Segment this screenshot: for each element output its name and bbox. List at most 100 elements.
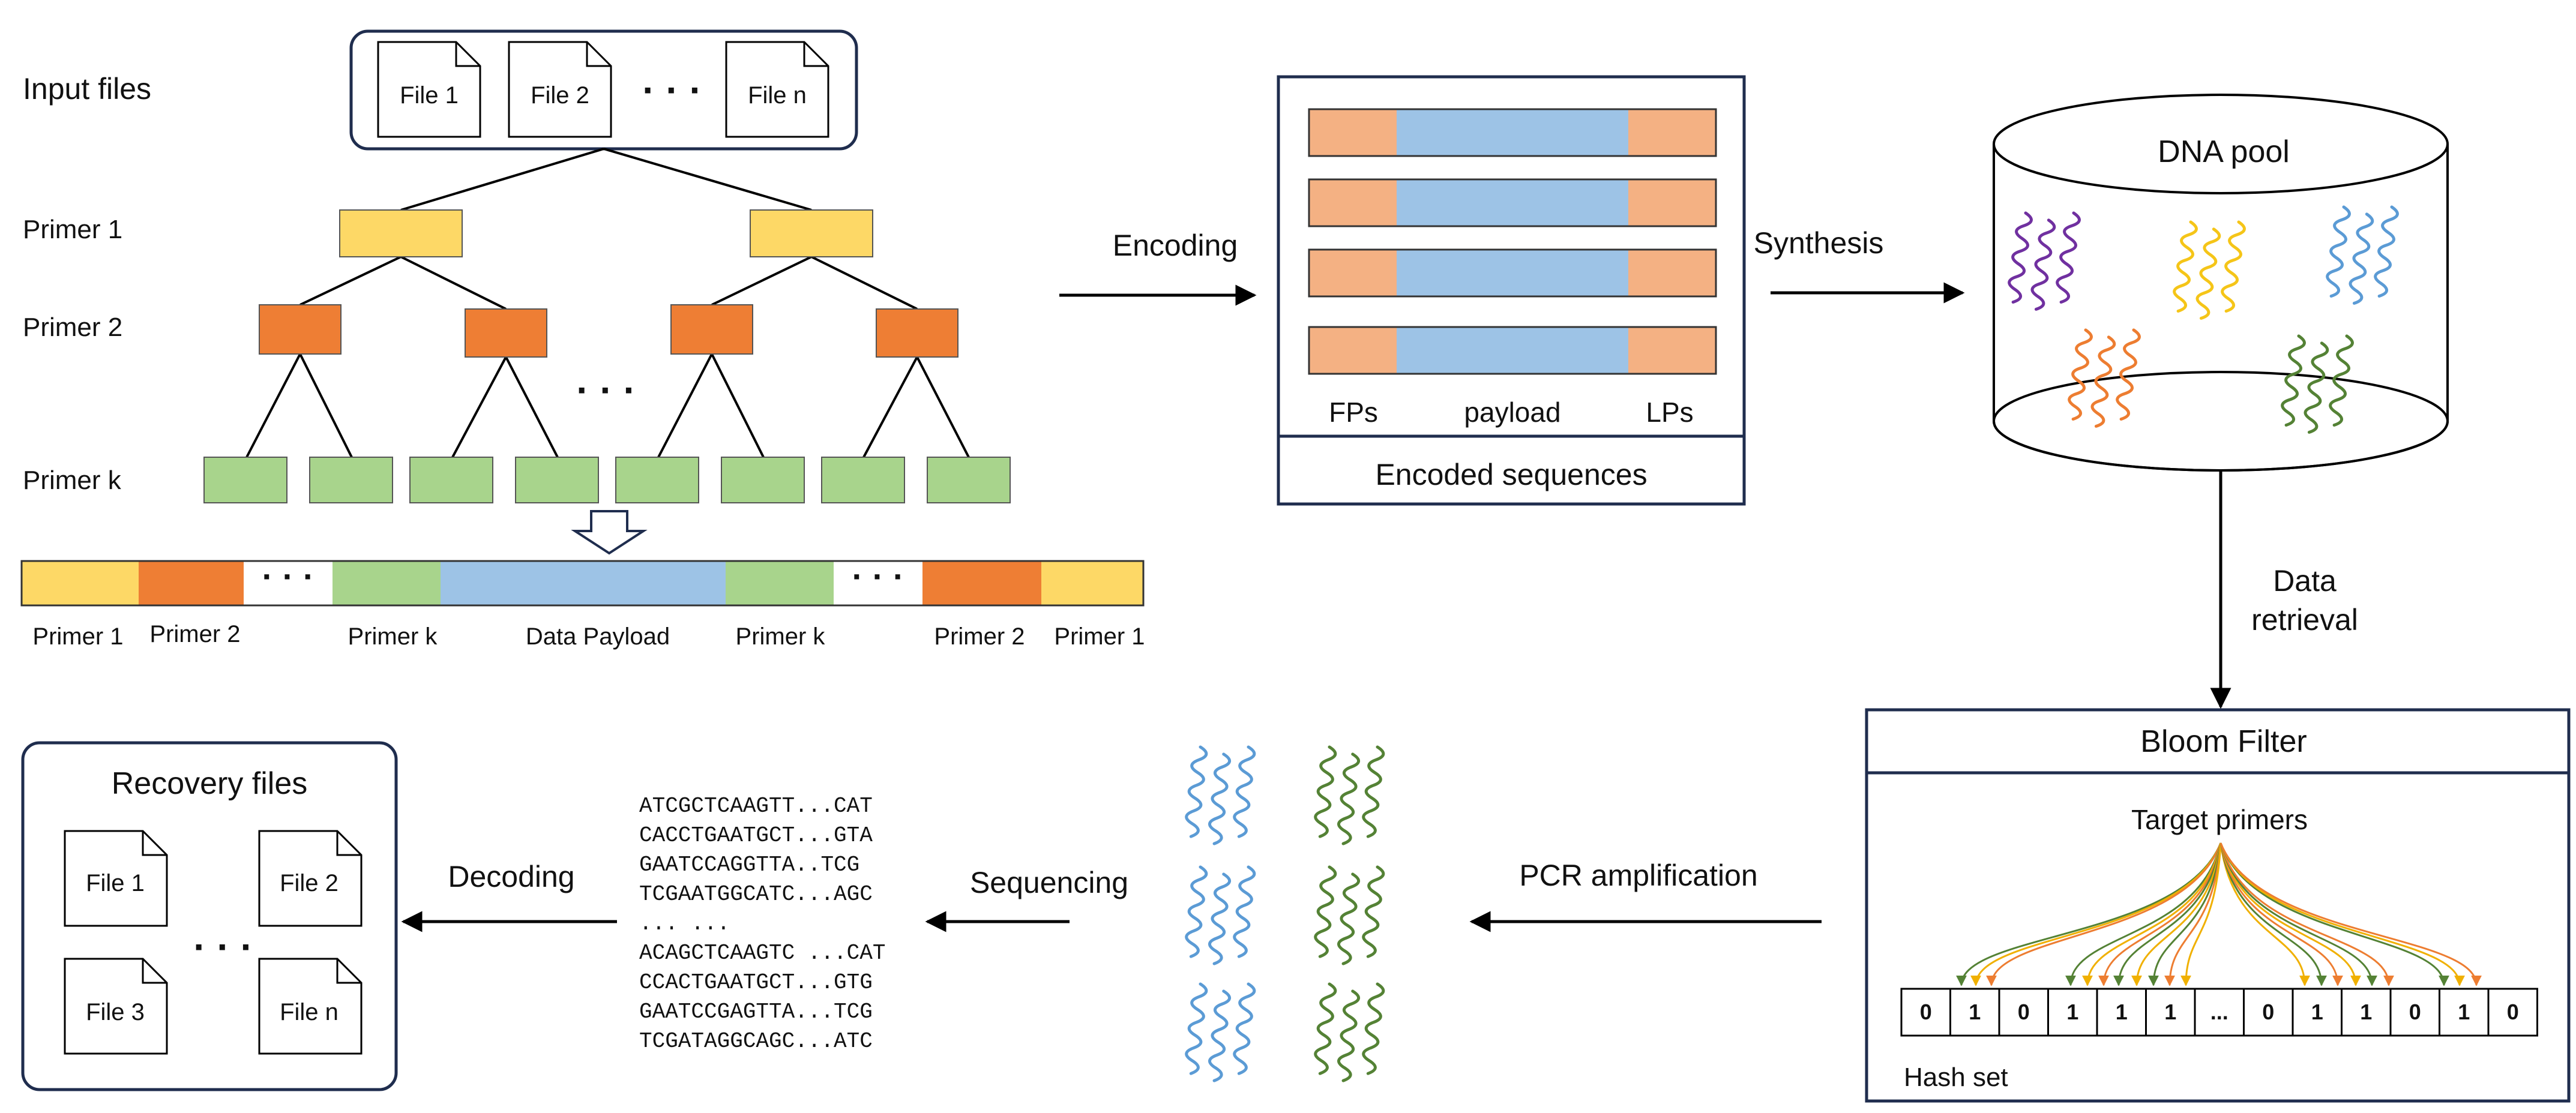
dna-strand-group [2281,334,2354,434]
recovery-files-panel: Recovery files File 1 File 2 · · · File … [21,741,398,1091]
input-files-label: Input files [23,72,151,106]
data-retrieval-label-line1: Data [2273,564,2337,598]
dna-strand [1337,752,1361,845]
dna-strand [1337,989,1361,1082]
primer-2-node [876,308,958,358]
bloom-filter-title: Bloom Filter [2140,724,2307,759]
read-line: GAATCCGAGTTA...TCG [639,1000,873,1024]
dna-strand [1362,982,1385,1075]
dna-strand-group [1185,982,1256,1082]
hash-mapping-curve [2164,842,2222,986]
encoded-sequences-caption: Encoded sequences [1375,458,1647,491]
primer-k-node [409,457,493,503]
primer-tree-labels: Primer 1 Primer 2 Primer k [23,215,122,495]
hash-bit-cell [1900,988,1951,1037]
dna-strand [1208,989,1232,1082]
fps-label: FPs [1329,397,1378,428]
hash-mapping-curve [2082,842,2222,986]
hash-mapping-curve [2219,842,2394,986]
hash-mapping-curve [2219,842,2482,986]
hash-bit-cell [2292,988,2343,1037]
dna-strand [1185,865,1208,958]
strand-labels: Primer 1 Primer 2 Primer k Data Payload … [32,621,1145,650]
hash-mapping-curve [2219,842,2449,986]
dna-strand-group [1314,745,1385,845]
dna-strand [1233,982,1256,1075]
file-icon: File 2 [508,41,612,138]
dna-strand [2195,227,2221,320]
encoded-sequence-bar [1308,248,1717,298]
hash-mapping-curve [2131,842,2222,986]
dna-strand [2304,341,2329,434]
primer-k-node [203,457,287,503]
hash-bit-value: 1 [2458,1000,2470,1024]
dna-strand [1314,745,1337,838]
primer-2-node [670,304,753,355]
encoding-label: Encoding [1113,229,1238,262]
input-file-1-label: File 1 [400,82,459,109]
hash-mapping-curve [2113,842,2222,986]
sequencing-step: Sequencing [925,866,1128,932]
dna-strand [1233,745,1256,838]
dna-strand [1185,745,1208,838]
hash-bit-value: 1 [2164,1000,2176,1024]
hollow-down-arrow [571,510,648,555]
hash-mapping-curve [2148,842,2222,986]
decoding-label: Decoding [448,860,574,893]
strand-label: Primer 1 [1054,623,1145,650]
amplified-dna-strands [1185,745,1385,1082]
hash-mapping-curve [2180,842,2222,986]
dna-strand-group [2008,211,2081,311]
encoded-sequence-bar [1308,108,1717,157]
encoded-sequences-panel: FPs payload LPs Encoded sequences [1277,75,1746,506]
hash-bit-value: 1 [2311,1000,2323,1024]
input-file-n-label: File n [748,82,807,109]
dna-strand [2281,334,2306,427]
dna-strand [2056,211,2081,304]
primer-2-node [465,308,547,358]
dna-strand [2349,212,2374,305]
strand-label: Primer k [348,623,438,650]
dna-strand-groups [2008,205,2399,434]
read-separator: ... ... [639,911,730,936]
dna-strand [1362,745,1385,838]
primer-k-node [721,457,805,503]
primer-k-node [515,457,599,503]
hash-bit-cell [2194,988,2245,1037]
recovery-file-n-label: File n [280,999,339,1025]
dna-pool-label: DNA pool [2158,134,2290,169]
dna-strand-group [2326,205,2399,305]
strand-label: Primer 2 [934,623,1025,650]
dna-strand [2030,218,2056,311]
primer-k-node [615,457,699,503]
read-line: CACCTGAATGCT...GTA [639,823,873,848]
hash-mapping-curve [1970,842,2222,986]
recovery-file-1-label: File 1 [86,870,145,896]
hash-bit-cell [2341,988,2392,1037]
primer-tree [245,148,970,458]
hash-mapping-curve [2219,842,2310,986]
hash-bit-value: 1 [1969,1000,1981,1024]
hash-set-label: Hash set [1904,1063,2008,1092]
sequencing-label: Sequencing [970,866,1128,899]
primer-k-node [309,457,393,503]
encoded-sequence-bar [1308,178,1717,227]
read-line: ACAGCTCAAGTC ...CAT [639,941,885,965]
strand-label: Primer 1 [32,623,123,650]
pcr-amplification-label: PCR amplification [1519,859,1757,892]
strand-label: Primer 2 [149,621,240,647]
strand-label: Data Payload [526,623,670,650]
dna-strand-group [2068,328,2141,428]
pcr-step: PCR amplification [1469,859,1822,932]
lps-label: LPs [1646,397,1693,428]
hash-bit-value: 0 [2018,1000,2030,1024]
input-file-2-label: File 2 [531,82,589,109]
dna-strand [1314,865,1337,958]
synthesis-step: Synthesis [1754,226,1965,304]
primer-1-level-label: Primer 1 [23,215,122,244]
recovery-file-2-label: File 2 [280,870,339,896]
dna-strand [2008,211,2033,304]
